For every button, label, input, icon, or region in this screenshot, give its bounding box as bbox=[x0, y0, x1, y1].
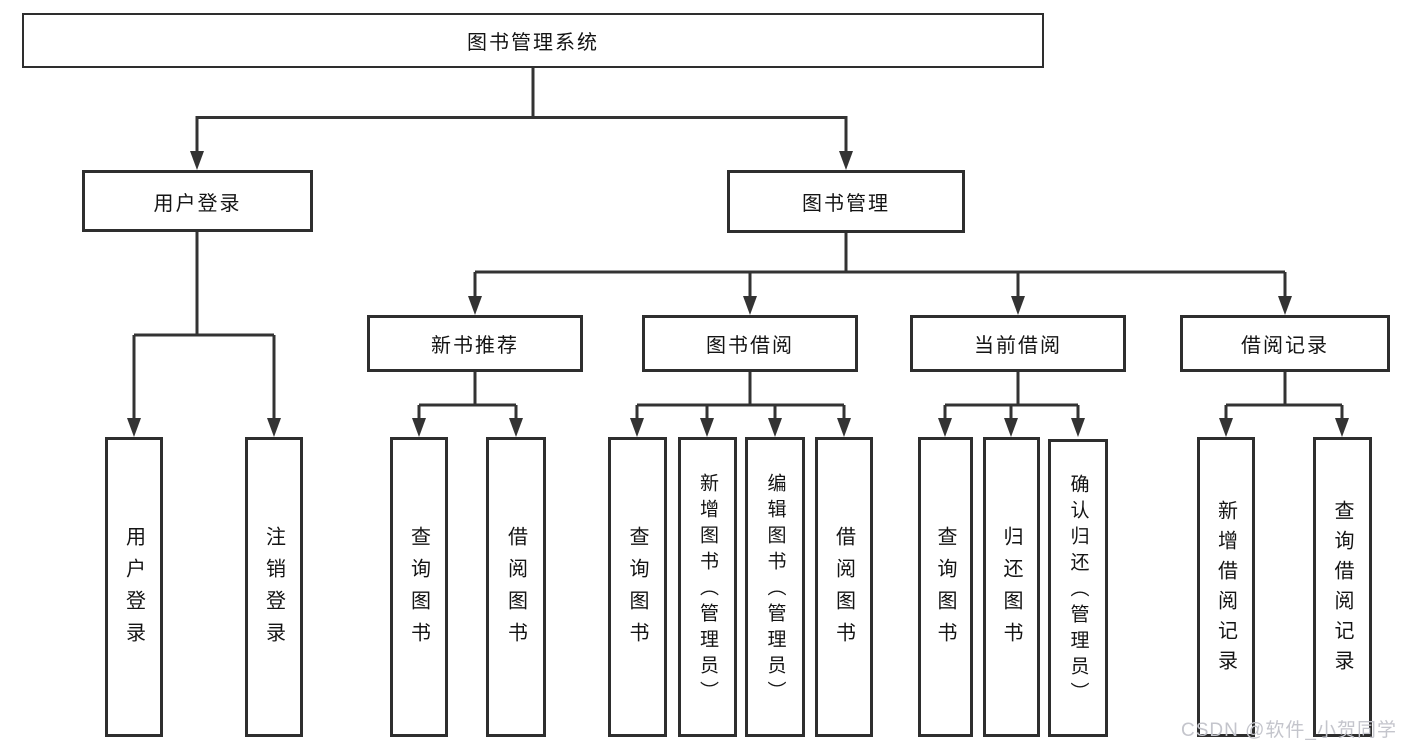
leaf-confirm-return-admin: 确认归还（管理员） bbox=[1048, 439, 1108, 737]
leaf-user-login: 用户登录 bbox=[105, 437, 163, 737]
leaf-return-books: 归还图书 bbox=[983, 437, 1040, 737]
node-borrowing-records: 借阅记录 bbox=[1180, 315, 1390, 372]
leaf-logout-login: 注销登录 bbox=[245, 437, 303, 737]
leaf-query-books-current: 查询图书 bbox=[918, 437, 973, 737]
leaf-borrow-books-recommend: 借阅图书 bbox=[486, 437, 546, 737]
leaf-query-books-borrowing: 查询图书 bbox=[608, 437, 667, 737]
leaf-edit-books-admin: 编辑图书（管理员） bbox=[745, 437, 805, 737]
node-user-login-branch: 用户登录 bbox=[82, 170, 313, 232]
node-book-management: 图书管理 bbox=[727, 170, 965, 233]
leaf-query-books-recommend: 查询图书 bbox=[390, 437, 448, 737]
leaf-query-borrow-record: 查询借阅记录 bbox=[1313, 437, 1372, 737]
node-book-borrowing: 图书借阅 bbox=[642, 315, 858, 372]
leaf-add-books-admin: 新增图书（管理员） bbox=[678, 437, 737, 737]
leaf-add-borrow-record: 新增借阅记录 bbox=[1197, 437, 1255, 737]
node-new-book-recommendation: 新书推荐 bbox=[367, 315, 583, 372]
node-current-borrowing: 当前借阅 bbox=[910, 315, 1126, 372]
leaf-borrow-books-borrowing: 借阅图书 bbox=[815, 437, 873, 737]
node-library-management-system: 图书管理系统 bbox=[22, 13, 1044, 68]
watermark: CSDN @软件_小贺同学 bbox=[1181, 720, 1397, 741]
